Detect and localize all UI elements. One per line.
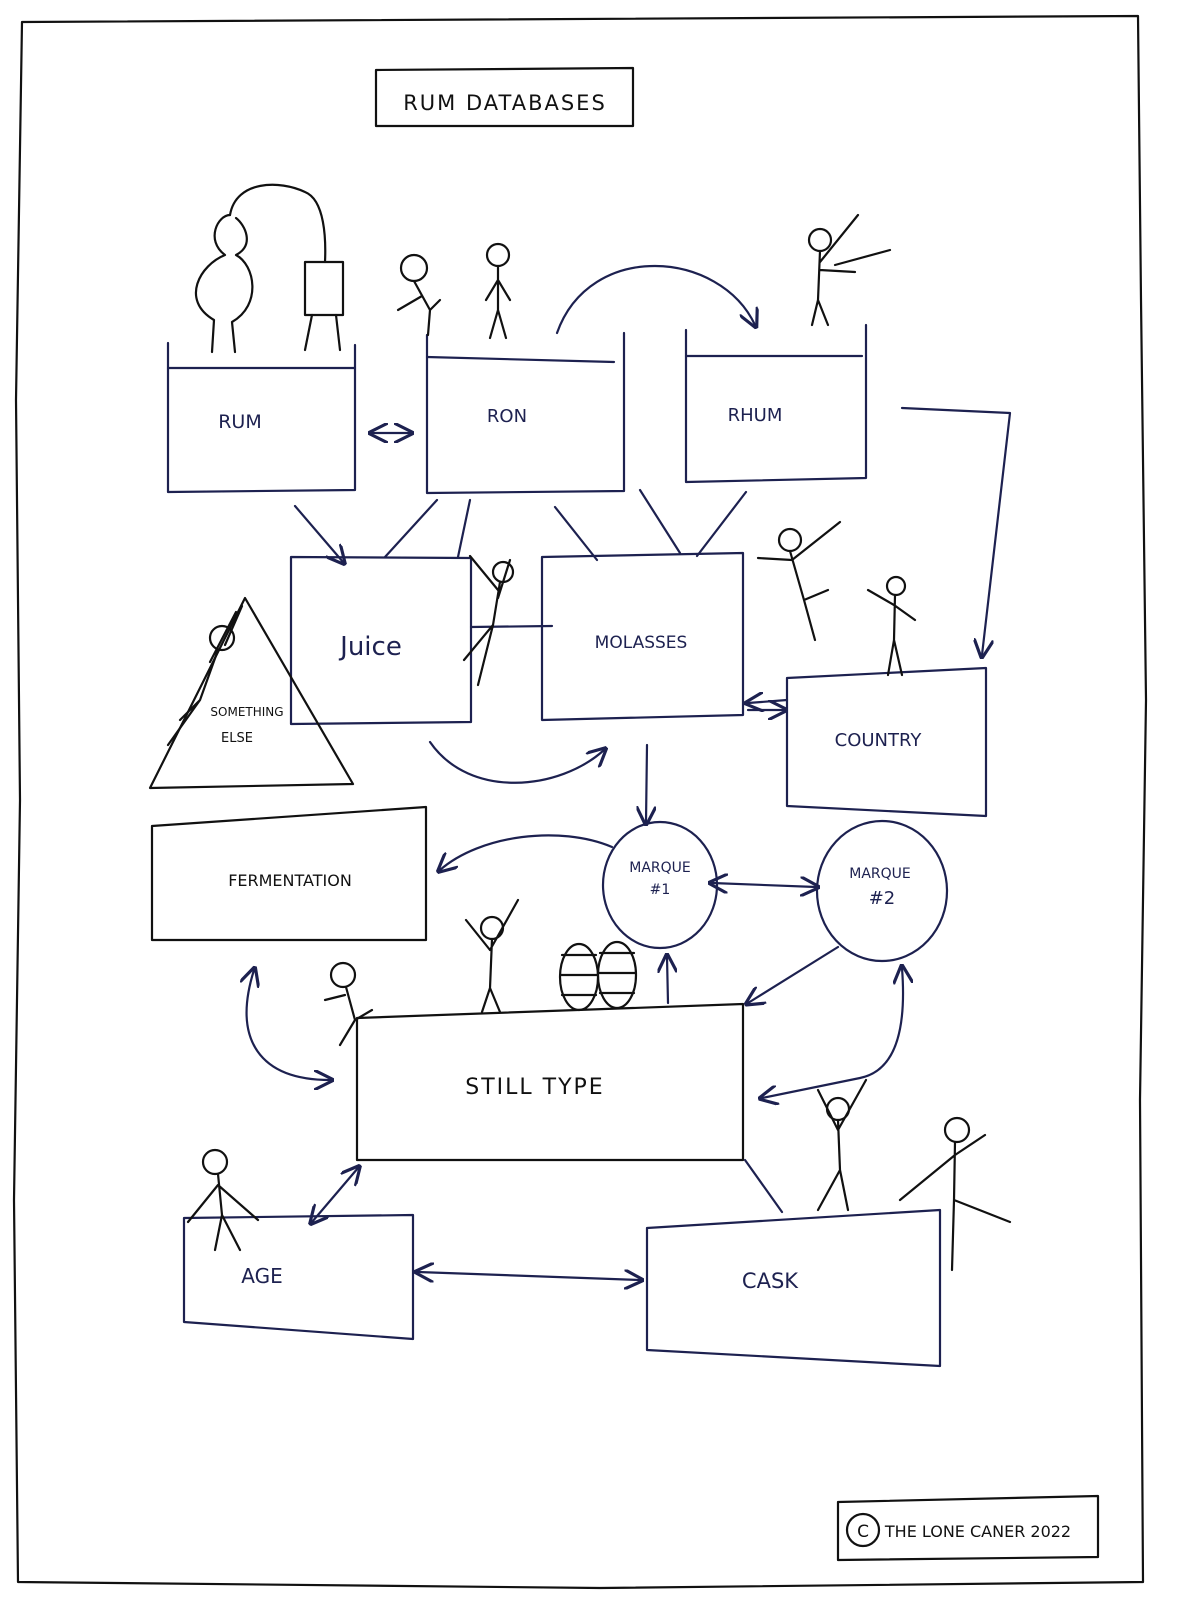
page-title: RUM DATABASES [403, 91, 607, 115]
marque-1-label-line1: MARQUE [629, 860, 691, 876]
credit-text: THE LONE CANER 2022 [884, 1522, 1071, 1541]
paper-border [12, 14, 1148, 1590]
still-age-arrow [312, 1168, 358, 1222]
molasses-box: MOLASSES [540, 551, 745, 722]
ron-label: RON [487, 406, 527, 427]
marque-2-circle: MARQUE #2 [815, 819, 949, 963]
marque-2-label-line2: #2 [869, 888, 896, 909]
marque-1-circle: MARQUE #1 [601, 820, 719, 950]
juice-box: Juice [289, 555, 473, 726]
credit-box: C THE LONE CANER 2022 [836, 1494, 1100, 1562]
juice-molasses-arrow [428, 740, 604, 784]
title-box: RUM DATABASES [374, 66, 635, 128]
age-label: AGE [241, 1264, 282, 1288]
ron-box: RON [425, 331, 626, 495]
fermentation-label: FERMENTATION [228, 871, 352, 890]
rum-label: RUM [218, 411, 262, 433]
rhum-label: RHUM [728, 405, 783, 426]
age-box: AGE [182, 1213, 415, 1341]
fermentation-still-arrow [247, 970, 330, 1080]
marque-1-label-line2: #1 [650, 882, 671, 898]
marque2-still-arrow [748, 945, 840, 1003]
rhum-box: RHUM [684, 323, 868, 484]
pot-still-drawing [194, 183, 345, 354]
marque1-marque2-arrow [712, 883, 816, 887]
rhum-country-arrow [900, 406, 1012, 655]
country-box: COUNTRY [785, 666, 988, 818]
still-marque1-arrow [667, 957, 668, 1005]
rum-box: RUM [166, 341, 357, 494]
still-type-box: STILL TYPE [355, 1002, 745, 1162]
cask-label: CASK [742, 1269, 799, 1293]
age-cask-arrow [418, 1272, 640, 1280]
stick-figure [166, 213, 1012, 1272]
fermentation-box: FERMENTATION [150, 805, 428, 942]
something-else-label-line1: SOMETHING [210, 705, 283, 719]
marque1-fermentation-arrow [440, 834, 614, 870]
something-else-triangle: SOMETHING ELSE [148, 596, 355, 790]
still-marque2-arrow [762, 968, 903, 1098]
copyright-symbol: C [857, 1522, 869, 1542]
cask-box: CASK [645, 1208, 942, 1368]
something-else-label-line2: ELSE [221, 731, 253, 746]
still-type-label: STILL TYPE [465, 1075, 604, 1100]
ron-rhum-arrow [555, 264, 755, 335]
rum-juice-arrow [293, 504, 343, 562]
molasses-label: MOLASSES [595, 633, 688, 653]
marque-2-label-line1: MARQUE [849, 866, 911, 882]
connectors [247, 264, 1012, 1280]
molasses-marque1-arrow [646, 743, 647, 822]
country-label: COUNTRY [835, 730, 923, 751]
barrel-icon [558, 940, 638, 1012]
juice-label: Juice [338, 632, 402, 662]
